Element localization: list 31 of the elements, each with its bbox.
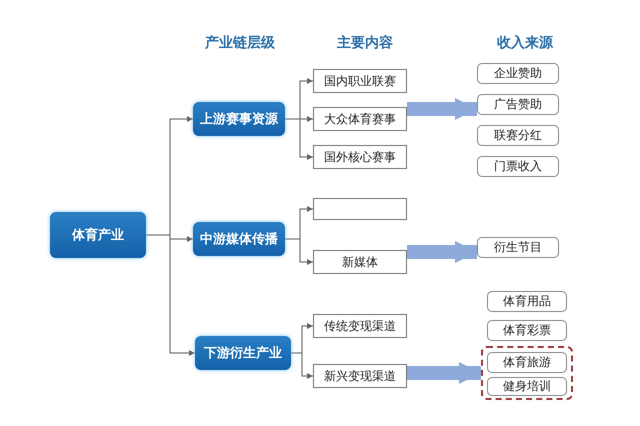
revenue-box: 广告赞助 [477,94,559,115]
revenue-box: 门票收入 [477,156,559,177]
connector-arrow [290,352,314,379]
block-arrow [407,98,477,120]
connector-arrow [284,238,314,265]
connector-arrow [284,118,314,160]
revenue-box: 体育旅游 [487,352,567,373]
content-box: 新媒体 [313,250,407,274]
column-heading: 主要内容 [336,34,394,52]
revenue-box: 体育用品 [487,291,567,312]
revenue-box: 衍生节目 [477,237,559,258]
revenue-box: 体育彩票 [487,320,567,341]
level-box: 体育产业 [50,212,146,258]
column-heading: 产业链层级 [204,34,276,52]
content-box: 大众体育赛事 [313,107,407,131]
level-box: 下游衍生产业 [195,336,291,370]
content-box: 传统变现渠道 [313,314,407,338]
box-shape [313,198,407,220]
content-box: 国内职业联赛 [313,69,407,93]
connector-arrow [146,234,196,356]
dashed-group-frame [481,346,573,400]
level-box: 中游媒体传播 [193,222,285,256]
revenue-box: 企业赞助 [477,63,559,84]
revenue-box: 健身培训 [487,377,567,396]
revenue-box: 联赛分红 [477,125,559,146]
block-arrow [407,362,481,384]
content-box: 国外核心赛事 [313,145,407,169]
level-box: 上游赛事资源 [193,102,285,136]
block-arrow [407,241,477,263]
content-box: 新兴变现渠道 [313,364,407,388]
column-heading: 收入来源 [496,34,554,52]
